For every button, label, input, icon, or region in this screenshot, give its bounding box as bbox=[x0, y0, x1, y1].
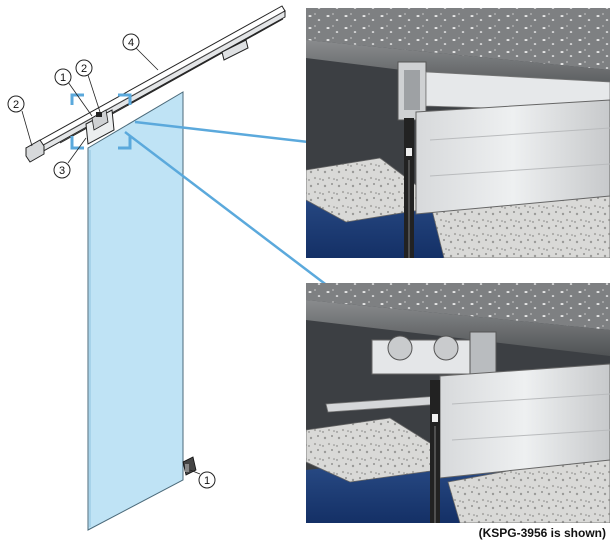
detail-photo-bottom bbox=[306, 283, 610, 523]
rail-right-clip bbox=[221, 39, 249, 61]
figure-caption: (KSPG-3956 is shown) bbox=[478, 526, 606, 540]
svg-text:4: 4 bbox=[128, 37, 134, 49]
svg-text:2: 2 bbox=[13, 99, 19, 111]
glass-door-panel bbox=[87, 91, 184, 531]
callout-1-top: 1 bbox=[54, 68, 72, 86]
rail-end-cap bbox=[25, 139, 45, 163]
svg-text:2: 2 bbox=[81, 63, 87, 75]
bottom-guide bbox=[182, 456, 197, 476]
detail-photo-top bbox=[306, 8, 610, 258]
callout-2-left: 2 bbox=[7, 95, 25, 113]
callout-4: 4 bbox=[122, 33, 140, 51]
isometric-door-drawing: 1 2 2 3 4 1 bbox=[7, 5, 286, 531]
top-patch-fitting bbox=[85, 109, 115, 145]
svg-text:1: 1 bbox=[60, 72, 66, 84]
svg-text:1: 1 bbox=[204, 475, 210, 487]
callout-2-top: 2 bbox=[75, 59, 93, 77]
highlight-brackets bbox=[70, 93, 132, 150]
callout-1-bottom: 1 bbox=[198, 471, 216, 489]
callout-3: 3 bbox=[53, 161, 71, 179]
leader-lines bbox=[21, 47, 201, 475]
svg-text:3: 3 bbox=[59, 165, 65, 177]
